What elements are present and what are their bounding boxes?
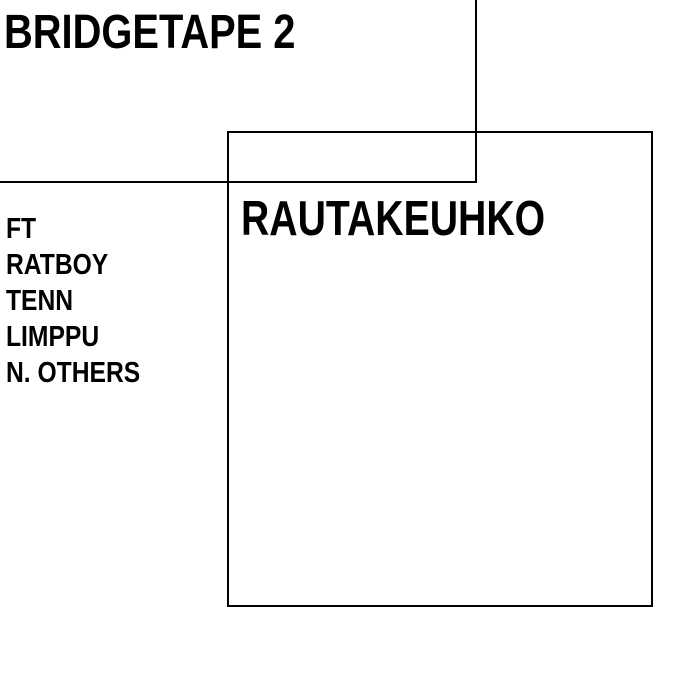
credits-ft-label: FT	[6, 213, 37, 245]
credits-list: FT RATBOY TENN LIMPPU N. OTHERS	[6, 211, 140, 391]
credit-artist-ratboy: RATBOY	[6, 249, 109, 281]
credit-artist-n-others: N. OTHERS	[6, 357, 141, 389]
album-title: RAUTAKEUHKO	[241, 192, 546, 246]
credit-artist-limppu: LIMPPU	[6, 321, 100, 353]
crossing-line	[0, 0, 477, 183]
mixtape-title: BRIDGETAPE 2	[4, 6, 296, 59]
frame-box	[227, 131, 653, 607]
credit-artist-tenn: TENN	[6, 285, 74, 317]
